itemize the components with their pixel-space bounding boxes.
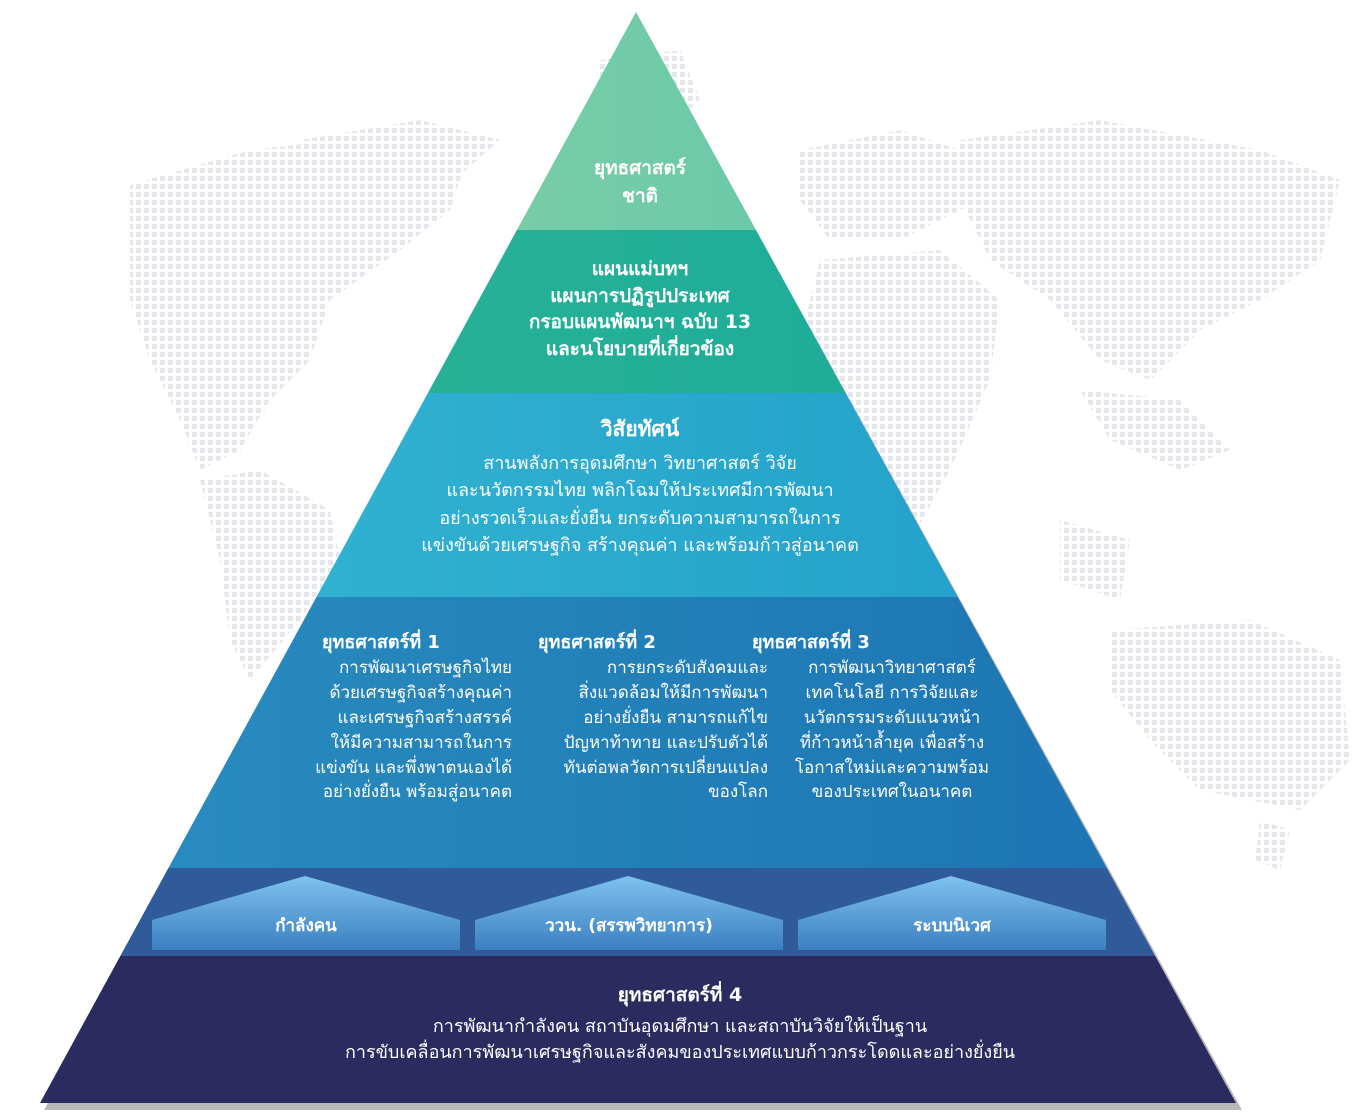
apex-line: ยุทธศาสตร์ <box>593 157 687 179</box>
plans-line: แผนแม่บทฯ <box>591 258 689 280</box>
pillar-shape-2 <box>475 876 783 950</box>
strategy-body: การพัฒนาวิทยาศาสตร์ เทคโนโลยี การวิจัยแล… <box>794 658 990 803</box>
base-layer <box>40 956 1236 1103</box>
strategy-2: ยุทธศาสตร์ที่ 2 การยกระดับสังคมและ สิ่งแ… <box>498 630 768 805</box>
pillar-label-research: ววน. (สรรพวิทยาการ) <box>545 916 713 936</box>
plans-line: แผนการปฏิรูปประเทศ <box>550 284 730 307</box>
pillar-shape-1 <box>152 876 460 950</box>
apex-line: ชาติ <box>622 184 658 207</box>
vision-line: สานพลังการอุดมศึกษา วิทยาศาสตร์ วิจัย <box>483 453 797 474</box>
vision-title: วิสัยทัศน์ <box>600 417 680 441</box>
plans-text: แผนแม่บทฯ แผนการปฏิรูปประเทศ กรอบแผนพัฒน… <box>440 256 840 362</box>
vision-line: และนวัตกรรมไทย พลิกโฉมให้ประเทศมีการพัฒน… <box>446 480 834 502</box>
pillar-shape-3 <box>798 876 1106 950</box>
pillar-label-manpower: กำลังคน <box>275 916 337 936</box>
base-line: การพัฒนากำลังคน สถาบันอุดมศึกษา และสถาบั… <box>432 1016 928 1037</box>
base-line: การขับเคลื่อนการพัฒนาเศรษฐกิจและสังคมของ… <box>344 1042 1016 1064</box>
base-body: การพัฒนากำลังคน สถาบันอุดมศึกษา และสถาบั… <box>180 1014 1180 1066</box>
vision-body: สานพลังการอุดมศึกษา วิทยาศาสตร์ วิจัย แล… <box>330 450 950 559</box>
pillar-label-ecosystem: ระบบนิเวศ <box>913 916 991 936</box>
world-map-background <box>130 50 1350 870</box>
vision-line: อย่างรวดเร็วและยั่งยืน ยกระดับความสามารถ… <box>439 507 841 529</box>
strategy-3: ยุทธศาสตร์ที่ 3 การพัฒนาวิทยาศาสตร์ เทคโ… <box>752 630 1032 805</box>
base-title: ยุทธศาสตร์ที่ 4 <box>617 984 743 1006</box>
plans-line: กรอบแผนพัฒนาฯ ฉบับ 13 <box>528 311 752 334</box>
strategy-title: ยุทธศาสตร์ที่ 1 <box>322 632 440 653</box>
strategy-1: ยุทธศาสตร์ที่ 1 การพัฒนาเศรษฐกิจไทย ด้วย… <box>222 630 512 805</box>
vision-line: แข่งขันด้วยเศรษฐกิจ สร้างคุณค่า และพร้อม… <box>421 535 859 557</box>
strategy-title: ยุทธศาสตร์ที่ 3 <box>752 632 870 653</box>
strategy-title: ยุทธศาสตร์ที่ 2 <box>538 632 656 653</box>
plans-line: และนโยบายที่เกี่ยวข้อง <box>545 337 735 360</box>
strategy-body: การพัฒนาเศรษฐกิจไทย ด้วยเศรษฐกิจสร้างคุณ… <box>315 658 512 803</box>
strategy-body: การยกระดับสังคมและ สิ่งแวดล้อมให้มีการพั… <box>563 658 768 803</box>
apex-text: ยุทธศาสตร์ ชาติ <box>540 155 740 210</box>
